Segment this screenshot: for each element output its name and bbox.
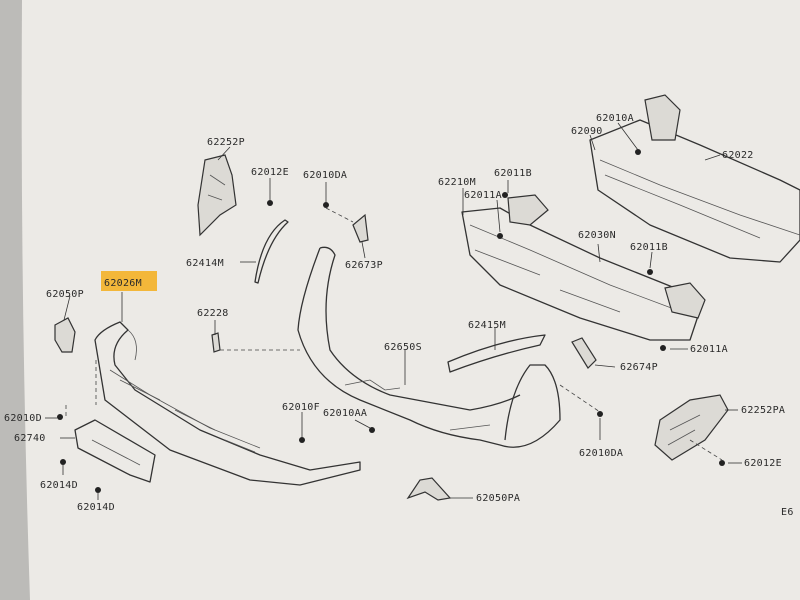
label-62022: 62022 [722,150,754,161]
label-62650S: 62650S [384,342,422,353]
strip-62414M [254,219,289,284]
label-62414M: 62414M [186,258,224,269]
label-62050P: 62050P [46,289,84,300]
label-62050PA: 62050PA [476,493,520,504]
leader-lines [45,122,742,500]
callout-labels: 62252P 62012E 62010DA 62414M 62673P 6202… [4,113,794,518]
label-62228: 62228 [197,308,229,319]
label-62252P: 62252P [207,137,245,148]
label-62014D-a: 62014D [40,480,78,491]
label-62014D-b: 62014D [77,502,115,513]
bracket-62674P [571,337,597,369]
label-62010AA: 62010AA [323,408,367,419]
label-62674P: 62674P [620,362,658,373]
callout-highlight [101,271,157,291]
label-62010F: 62010F [282,402,320,413]
trim-62415M [447,334,546,373]
label-62030N: 62030N [578,230,616,241]
label-62415M: 62415M [468,320,506,331]
label-62011A-a: 62011A [464,190,502,201]
label-62012E: 62012E [251,167,289,178]
bracket-62011B [507,194,549,226]
label-E6: E6 [781,507,794,518]
diagram-paper [21,0,800,600]
label-62012E-b: 62012E [744,458,782,469]
beam-62090 [589,94,800,263]
label-62210M: 62210M [438,177,476,188]
label-62011B-b: 62011B [630,242,668,253]
label-62673P: 62673P [345,260,383,271]
label-62010DA-b: 62010DA [579,448,623,459]
side-bracket-62252PA [654,394,729,461]
bracket-62228 [211,332,221,353]
label-62252PA: 62252PA [741,405,785,416]
alignment-lines [65,207,723,461]
label-62010A: 62010A [596,113,634,124]
fasteners [57,149,725,493]
bracket-62050P [54,317,76,353]
side-bracket-62252P [197,154,237,237]
bumper-fascia-62022 [297,246,561,448]
label-62011A-b: 62011A [690,344,728,355]
label-62090: 62090 [571,126,603,137]
label-62010DA: 62010DA [303,170,347,181]
bracket-62011B-right [664,282,706,319]
label-62026M: 62026M [104,278,142,289]
clip-62673P [352,213,369,243]
label-62740: 62740 [14,433,46,444]
lower-spoiler-62026M [94,321,361,486]
label-62011B-a: 62011B [494,168,532,179]
label-62010D: 62010D [4,413,42,424]
under-plate-62740 [74,419,156,483]
